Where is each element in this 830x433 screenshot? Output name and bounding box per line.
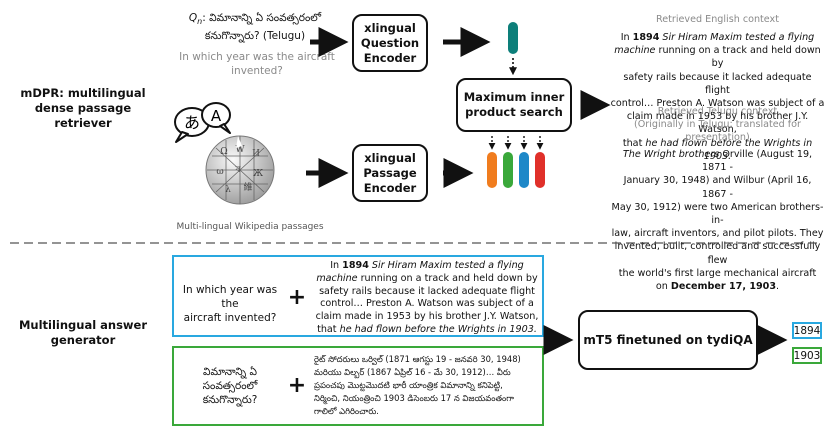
generator-label: Multilingual answer generator xyxy=(8,318,158,348)
gen-en-year: 1894 xyxy=(342,260,369,271)
gen-telugu-passage-line4: నిర్మించి, నియంత్రించి 1903 డిసెంబరు 17 … xyxy=(314,393,514,403)
gen-telugu-question-line3: కనుగొన్నారు? xyxy=(202,394,258,406)
te-ctx-l3: May 30, 1912) were two American brothers… xyxy=(611,201,824,227)
speech-glyph-hiragana: あ xyxy=(184,113,200,132)
mips-line2: product search xyxy=(465,105,563,119)
telugu-input-box: విమానాన్ని ఏ సంవత్సరంలో కనుగొన్నారు? + ర… xyxy=(172,346,544,426)
telugu-context-header1: Retrieved Telugu context xyxy=(657,106,778,117)
svg-text:ω: ω xyxy=(216,167,223,177)
question-english-translation: In which year was the aircraft invented? xyxy=(177,50,337,78)
plus-telugu: + xyxy=(287,373,307,398)
svg-text:維: 維 xyxy=(243,181,252,193)
gen-en-l2-b: running on a track and held down by xyxy=(357,272,538,284)
gen-en-l6-a: that xyxy=(317,323,340,335)
generator-label-line2: generator xyxy=(50,333,116,347)
te-ctx-l7-a: on xyxy=(655,281,671,293)
en-ctx-l1-a: In xyxy=(620,32,633,43)
en-ctx-year: 1894 xyxy=(632,32,660,43)
svg-text:Ω: Ω xyxy=(220,147,227,157)
gen-en-l6-b: he had flown before the Wrights in 1903. xyxy=(339,323,537,335)
wikipedia-caption: Multi-lingual Wikipedia passages xyxy=(176,222,324,232)
mt5-model-box: mT5 finetuned on tydiQA xyxy=(578,310,758,370)
question-encoder-line2: Question xyxy=(360,35,420,50)
question-english-line1: In which year was the aircraft xyxy=(179,51,335,63)
english-context-header: Retrieved English context xyxy=(656,14,779,25)
gen-telugu-passage-line1: రైట్ సోదరులు ఒర్విల్ (1871 ఆగస్టు 19 - జ… xyxy=(314,354,521,364)
generator-label-line1: Multilingual answer xyxy=(18,318,148,332)
gen-en-l1-b: Sir Hiram Maxim tested a flying xyxy=(368,260,524,271)
gen-english-question-line2: aircraft invented? xyxy=(183,312,277,324)
retriever-label-line1: mDPR: multilingual xyxy=(20,86,146,100)
en-ctx-l6-a: that xyxy=(622,137,646,149)
retriever-label: mDPR: multilingual dense passage retriev… xyxy=(8,86,158,131)
svg-text:И: И xyxy=(252,149,260,159)
te-ctx-l6: the world's first large mechanical aircr… xyxy=(618,267,817,279)
gen-en-l3: safety rails because it lacked adequate … xyxy=(319,285,535,297)
svg-text:λ: λ xyxy=(225,185,231,195)
gen-telugu-passage-line2: మరియు విల్బర్ (1867 ఏప్రిల్ 16 - మే 30, … xyxy=(314,367,511,377)
en-ctx-l4: control… Preston A. Watson was subject o… xyxy=(610,98,825,110)
plus-english: + xyxy=(287,285,307,310)
question-symbol: Q xyxy=(188,12,198,24)
passage-encoder-line1: xlingual xyxy=(364,150,416,165)
gen-telugu-question-line1: విమానాన్ని ఏ xyxy=(203,366,257,378)
question-telugu-line2: కనుగొన్నారు? (Telugu) xyxy=(204,30,306,43)
question-encoder-line1: xlingual xyxy=(364,20,416,35)
en-ctx-l5: claim made in 1953 by his brother J.Y. W… xyxy=(626,111,809,136)
telugu-context: Retrieved Telugu context (Originally in … xyxy=(610,105,825,293)
question-encoder-line3: Encoder xyxy=(363,50,417,65)
passage-vector-orange xyxy=(487,152,497,188)
svg-text:Ж: Ж xyxy=(253,169,263,179)
answer-english: 1894 xyxy=(792,322,822,339)
te-ctx-l1-b: Orville (August 19, 1871 - xyxy=(702,149,813,174)
question-telugu: Qn: విమానాన్ని ఏ సంవత్సరంలో కనుగొన్నారు?… xyxy=(180,11,330,43)
te-ctx-l2: January 30, 1948) and Wilbur (April 16, … xyxy=(623,175,812,200)
passage-encoder-line3: Encoder xyxy=(363,180,417,195)
question-telugu-line1: : విమానాన్ని ఏ సంవత్సరంలో xyxy=(202,12,322,24)
speech-glyph-latin: A xyxy=(211,107,222,125)
gen-telugu-passage-line5: గాలిలో ఎగిరించారు. xyxy=(314,406,379,416)
en-ctx-l2-a: machine xyxy=(614,45,656,57)
passage-vector-green xyxy=(503,152,513,188)
gen-en-l1-a: In xyxy=(330,260,343,271)
svg-text:W: W xyxy=(235,145,245,155)
gen-en-l5: claim made in 1953 by his brother J.Y. W… xyxy=(315,311,539,323)
passage-encoder-box: xlingual Passage Encoder xyxy=(352,144,428,202)
answer-telugu: 1903 xyxy=(792,347,822,364)
svg-text:ব: ব xyxy=(234,165,241,175)
mt5-model-label: mT5 finetuned on tydiQA xyxy=(583,332,753,347)
language-speech-bubbles: あ A xyxy=(170,100,240,150)
question-encoder-box: xlingual Question Encoder xyxy=(352,14,428,72)
telugu-context-header2: (Originally in Telugu; translated for pr… xyxy=(633,119,801,143)
retriever-label-line2: dense passage retriever xyxy=(34,101,132,130)
gen-english-question-line1: In which year was the xyxy=(182,284,278,310)
en-ctx-l3: safety rails because it lacked adequate … xyxy=(623,71,812,96)
en-ctx-l1-b: Sir Hiram Maxim tested a flying xyxy=(659,32,815,43)
gen-telugu-passage-line3: ప్రపంచపు మొట్టమొదటి భారీ యాంత్రిక విమానా… xyxy=(314,380,503,390)
question-vector xyxy=(508,22,518,54)
question-subscript: n xyxy=(197,17,203,27)
te-ctx-l5: invented, built, controlled and successf… xyxy=(614,241,821,266)
gen-en-l2-a: machine xyxy=(316,272,358,284)
te-ctx-date: December 17, 1903 xyxy=(670,281,777,293)
passage-vector-blue xyxy=(519,152,529,188)
english-context: Retrieved English context In 1894 Sir Hi… xyxy=(610,13,825,163)
en-ctx-l6-b: he had flown before the Wrights in 1903. xyxy=(645,137,813,162)
english-input-box: In which year was the aircraft invented?… xyxy=(172,255,544,337)
te-ctx-l1-a: The Wright brothers xyxy=(622,149,720,160)
te-ctx-l4: law, aircraft inventors, and pilot pilot… xyxy=(611,228,824,240)
gen-en-l4: control… Preston A. Watson was subject o… xyxy=(320,298,534,310)
passage-vector-red xyxy=(535,152,545,188)
te-ctx-l7-c: . xyxy=(776,281,780,293)
gen-telugu-question-line2: సంవత్సరంలో xyxy=(202,380,258,392)
mips-line1: Maximum inner xyxy=(463,90,565,104)
question-english-line2: invented? xyxy=(231,65,283,77)
passage-encoder-line2: Passage xyxy=(363,165,417,180)
en-ctx-l2-b: running on a track and held down by xyxy=(655,45,821,70)
mips-box: Maximum inner product search xyxy=(456,78,572,132)
